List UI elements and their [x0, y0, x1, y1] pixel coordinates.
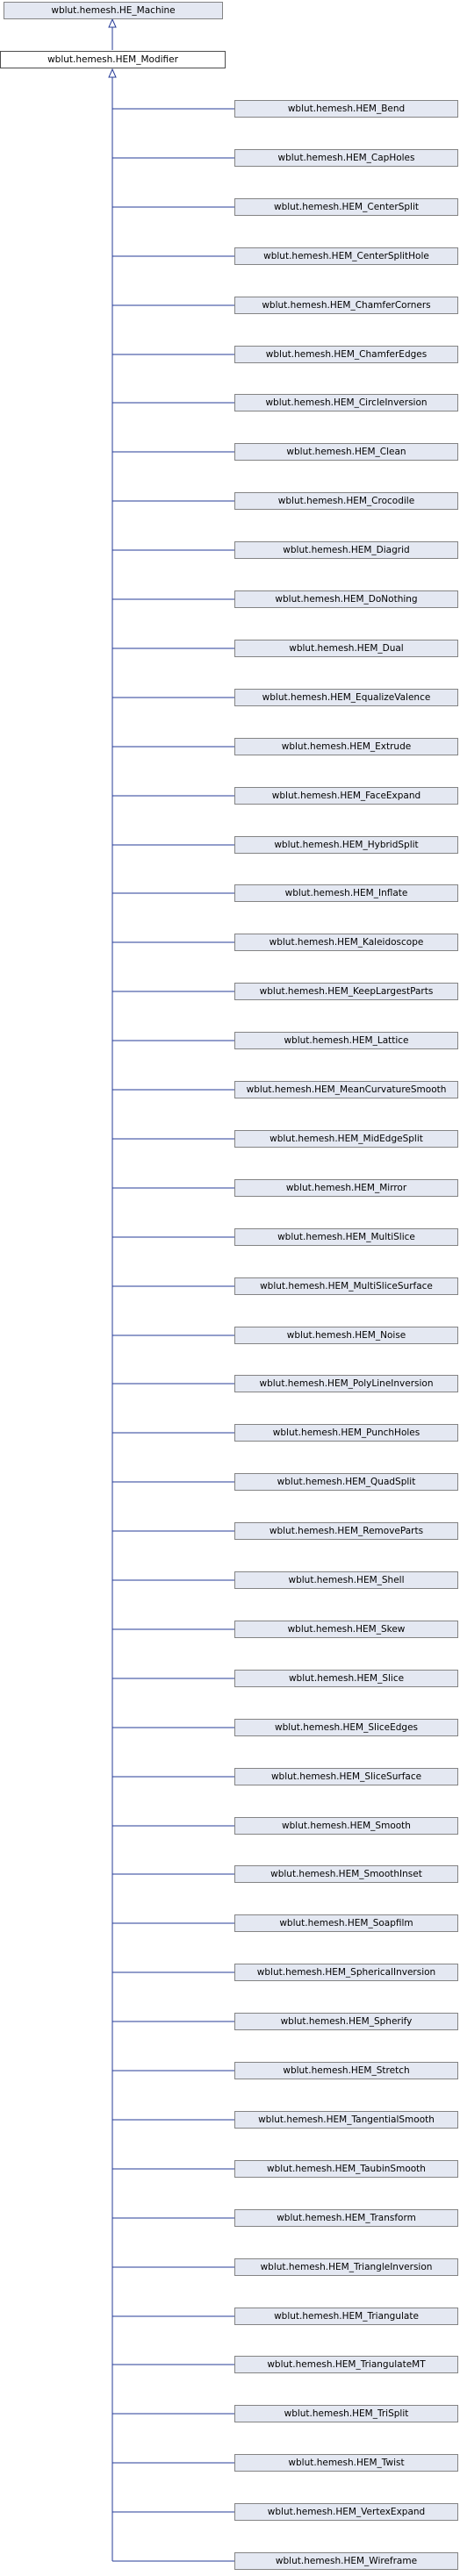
node-subclass[interactable]: wblut.hemesh.HEM_TriangleInversion — [234, 2258, 458, 2276]
node-subclass[interactable]: wblut.hemesh.HEM_TangentialSmooth — [234, 2111, 458, 2129]
node-subclass[interactable]: wblut.hemesh.HEM_MultiSliceSurface — [234, 1277, 458, 1295]
node-subclass[interactable]: wblut.hemesh.HEM_Mirror — [234, 1179, 458, 1197]
node-subclass[interactable]: wblut.hemesh.HEM_Twist — [234, 2454, 458, 2472]
node-subclass[interactable]: wblut.hemesh.HEM_HybridSplit — [234, 836, 458, 854]
node-subclass[interactable]: wblut.hemesh.HEM_Smooth — [234, 1817, 458, 1835]
node-subclass[interactable]: wblut.hemesh.HEM_Inflate — [234, 884, 458, 902]
node-current-class: wblut.hemesh.HEM_Modifier — [0, 51, 226, 68]
node-subclass[interactable]: wblut.hemesh.HEM_Bend — [234, 100, 458, 118]
node-subclass[interactable]: wblut.hemesh.HEM_Triangulate — [234, 2308, 458, 2325]
edge-branches — [112, 108, 234, 2562]
node-subclass[interactable]: wblut.hemesh.HEM_CapHoles — [234, 149, 458, 167]
node-subclass[interactable]: wblut.hemesh.HEM_MidEdgeSplit — [234, 1130, 458, 1148]
node-subclass[interactable]: wblut.hemesh.HEM_TaubinSmooth — [234, 2160, 458, 2178]
node-subclass[interactable]: wblut.hemesh.HEM_RemoveParts — [234, 1522, 458, 1540]
node-subclass[interactable]: wblut.hemesh.HEM_PunchHoles — [234, 1424, 458, 1442]
edge-arrowhead — [108, 68, 117, 78]
node-subclass[interactable]: wblut.hemesh.HEM_SliceEdges — [234, 1719, 458, 1736]
node-subclass[interactable]: wblut.hemesh.HEM_Diagrid — [234, 541, 458, 559]
node-subclass[interactable]: wblut.hemesh.HEM_PolyLineInversion — [234, 1375, 458, 1392]
node-subclass[interactable]: wblut.hemesh.HEM_Extrude — [234, 738, 458, 755]
node-subclass[interactable]: wblut.hemesh.HEM_MultiSlice — [234, 1228, 458, 1246]
node-subclass[interactable]: wblut.hemesh.HEM_CenterSplitHole — [234, 247, 458, 265]
node-subclass[interactable]: wblut.hemesh.HEM_KeepLargestParts — [234, 983, 458, 1000]
node-subclass[interactable]: wblut.hemesh.HEM_Shell — [234, 1571, 458, 1589]
node-subclass[interactable]: wblut.hemesh.HEM_Transform — [234, 2209, 458, 2227]
node-subclass[interactable]: wblut.hemesh.HEM_MeanCurvatureSmooth — [234, 1081, 458, 1098]
node-subclass[interactable]: wblut.hemesh.HEM_Wireframe — [234, 2552, 458, 2570]
node-subclass[interactable]: wblut.hemesh.HEM_CenterSplit — [234, 198, 458, 216]
node-subclass[interactable]: wblut.hemesh.HEM_EqualizeValence — [234, 689, 458, 706]
node-subclass[interactable]: wblut.hemesh.HEM_CircleInversion — [234, 394, 458, 411]
node-subclass[interactable]: wblut.hemesh.HEM_SphericalInversion — [234, 1964, 458, 1981]
node-subclass[interactable]: wblut.hemesh.HEM_Lattice — [234, 1032, 458, 1049]
node-subclass[interactable]: wblut.hemesh.HEM_TriangulateMT — [234, 2356, 458, 2373]
node-subclass[interactable]: wblut.hemesh.HEM_Soapfilm — [234, 1914, 458, 1932]
node-subclass[interactable]: wblut.hemesh.HEM_SmoothInset — [234, 1865, 458, 1883]
node-subclass[interactable]: wblut.hemesh.HEM_Stretch — [234, 2062, 458, 2079]
node-subclass[interactable]: wblut.hemesh.HEM_Noise — [234, 1327, 458, 1344]
node-subclass[interactable]: wblut.hemesh.HEM_Slice — [234, 1670, 458, 1687]
node-subclass[interactable]: wblut.hemesh.HEM_DoNothing — [234, 590, 458, 608]
edge-children-to-modifier — [108, 68, 117, 2561]
edge-arrowhead — [108, 18, 117, 28]
node-subclass[interactable]: wblut.hemesh.HEM_ChamferCorners — [234, 297, 458, 314]
edge-modifier-to-machine — [108, 18, 117, 50]
node-subclass[interactable]: wblut.hemesh.HEM_QuadSplit — [234, 1473, 458, 1491]
node-subclass[interactable]: wblut.hemesh.HEM_Clean — [234, 443, 458, 461]
node-subclass[interactable]: wblut.hemesh.HEM_FaceExpand — [234, 787, 458, 805]
node-subclass[interactable]: wblut.hemesh.HEM_Dual — [234, 640, 458, 657]
node-subclass[interactable]: wblut.hemesh.HEM_Spherify — [234, 2013, 458, 2030]
node-subclass[interactable]: wblut.hemesh.HEM_VertexExpand — [234, 2503, 458, 2521]
node-subclass[interactable]: wblut.hemesh.HEM_ChamferEdges — [234, 346, 458, 363]
node-subclass[interactable]: wblut.hemesh.HEM_Crocodile — [234, 492, 458, 510]
node-parent-class[interactable]: wblut.hemesh.HE_Machine — [4, 2, 223, 19]
node-subclass[interactable]: wblut.hemesh.HEM_SliceSurface — [234, 1768, 458, 1785]
node-subclass[interactable]: wblut.hemesh.HEM_TriSplit — [234, 2405, 458, 2422]
node-subclass[interactable]: wblut.hemesh.HEM_Kaleidoscope — [234, 934, 458, 951]
node-subclass[interactable]: wblut.hemesh.HEM_Skew — [234, 1621, 458, 1638]
